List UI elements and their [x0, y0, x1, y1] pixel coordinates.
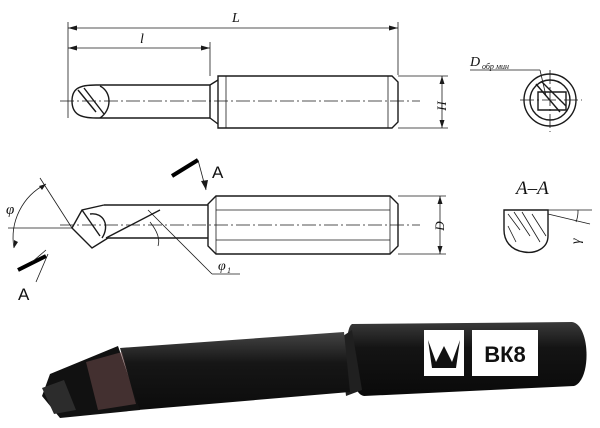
working-length-label: l	[140, 32, 144, 47]
section-a-a: A–A γ	[503, 178, 592, 254]
insert-lines-side	[81, 209, 107, 239]
section-arrow-top-head	[201, 180, 208, 190]
end-view-shank-flat	[537, 91, 567, 111]
marking-plate-grade	[472, 330, 538, 376]
angle-phi-arrows	[14, 184, 46, 248]
section-hatching	[507, 211, 547, 243]
section-title: A–A	[514, 178, 549, 199]
leader-bore-diameter-tail	[539, 69, 547, 97]
total-length-label: L	[231, 11, 240, 26]
grade-marking-text: ВК8	[484, 342, 526, 367]
height-label: H	[434, 101, 449, 112]
insert-lines-top	[77, 85, 110, 119]
section-mark-bottom-label: A	[18, 285, 30, 304]
bore-diameter-subscript: обр мин	[482, 62, 509, 71]
section-arrow-bottom-leader	[35, 253, 49, 283]
main-angle-label: φ	[6, 202, 14, 218]
photo-bar	[120, 332, 350, 410]
section-cut-mark-top	[170, 158, 200, 178]
cutting-head-top	[71, 84, 97, 119]
end-view: D обр мин	[469, 55, 582, 132]
photo-insert	[86, 352, 136, 410]
angle-phi1-arc	[149, 221, 160, 247]
end-view-insert	[535, 81, 567, 113]
aux-angle-label: φ	[218, 259, 226, 274]
angle-phi1-leader	[147, 209, 213, 275]
top-view: L l H	[60, 11, 449, 129]
neck-transition	[209, 79, 219, 125]
angle-phi-ray	[39, 177, 73, 229]
rake-angle-label: γ	[569, 238, 584, 244]
section-arrow-bottom-shaft	[31, 249, 47, 263]
rake-face-line	[547, 213, 591, 225]
diameter-label: D	[432, 221, 447, 232]
photo-cutting-tip	[42, 380, 76, 414]
tool-photo: ВК8	[42, 322, 587, 418]
shank-outline-top	[217, 75, 399, 129]
section-mark-top-label: A	[212, 163, 224, 182]
photo-shank	[347, 322, 587, 396]
section-profile	[503, 209, 549, 254]
cutting-head-side	[71, 204, 109, 249]
angle-phi-arc	[12, 183, 47, 249]
bore-diameter-label: D	[469, 55, 480, 70]
rake-angle-arc	[575, 209, 579, 223]
cutting-edge-line	[105, 209, 161, 239]
side-view: D φ φ 1 A A	[6, 158, 447, 304]
aux-angle-subscript: 1	[227, 266, 231, 275]
crown-logo-icon	[428, 340, 460, 368]
section-cut-mark-bottom	[17, 254, 47, 272]
